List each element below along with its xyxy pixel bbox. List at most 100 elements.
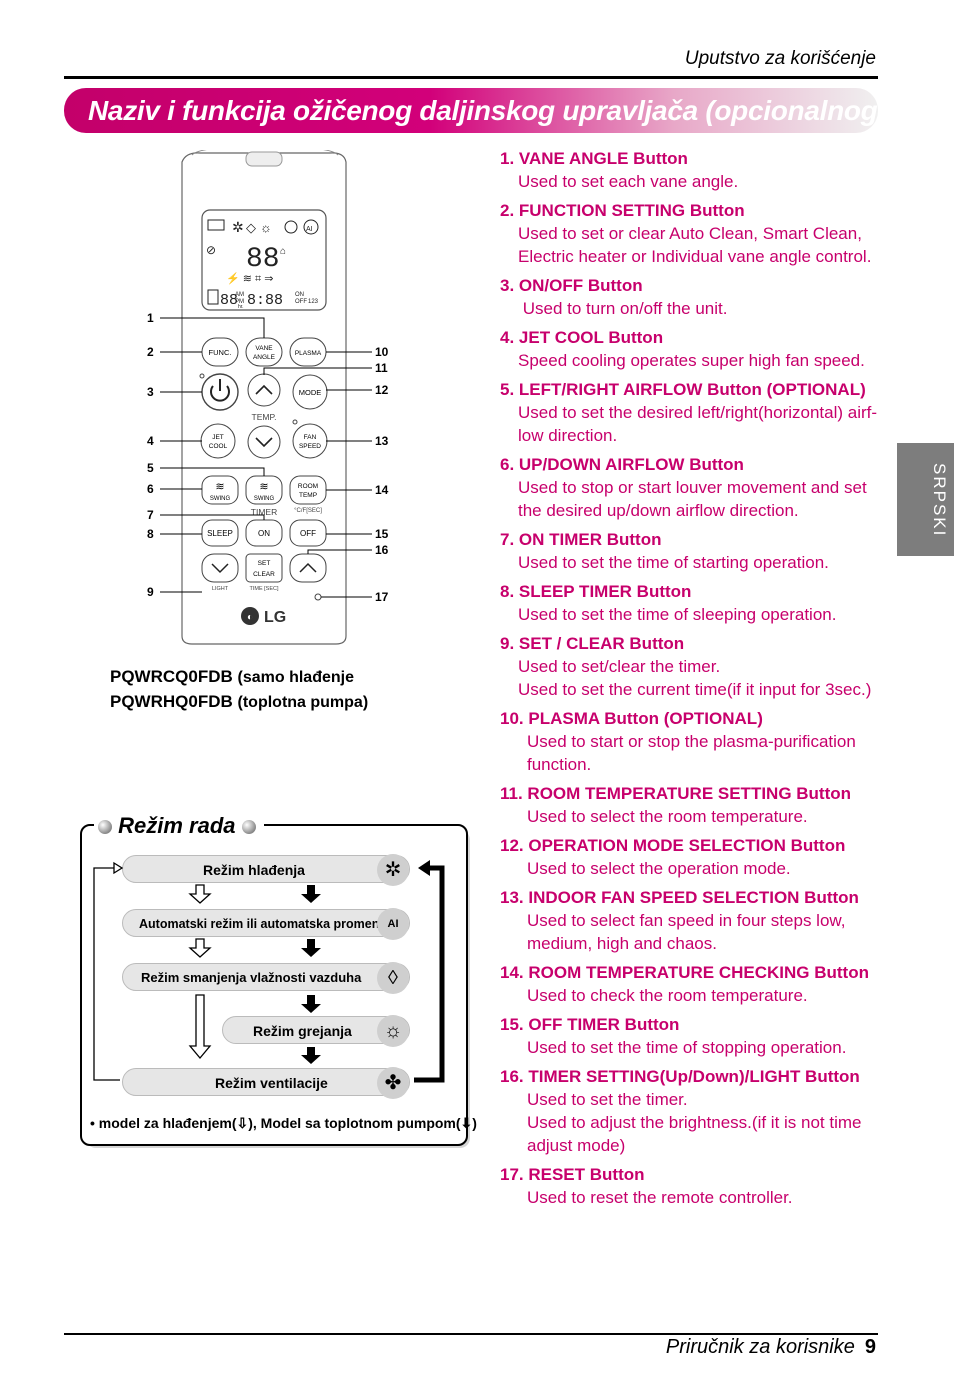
svg-text:SET: SET [258, 560, 271, 567]
svg-text:✲: ✲ [232, 219, 244, 235]
mode-fan: Režim ventilacije ✤ [122, 1067, 410, 1099]
feature-title: 9. SET / CLEAR Button [500, 634, 685, 653]
reset-button[interactable] [314, 593, 322, 601]
feature-description: Used to adjust the brightness.(if it is … [527, 1113, 862, 1132]
sleep-button[interactable]: SLEEP [201, 519, 239, 547]
svg-text:◇: ◇ [246, 220, 256, 235]
feature-item: 5. LEFT/RIGHT AIRFLOW Button (OPTIONAL)U… [500, 378, 880, 447]
svg-text:TEMP: TEMP [299, 492, 317, 499]
callout-13: 13 [375, 434, 389, 448]
svg-text:SLEEP: SLEEP [207, 529, 233, 538]
svg-text:CLEAR: CLEAR [253, 571, 275, 578]
func-button[interactable]: FUNC. [201, 337, 239, 367]
mode-cooling-label: Režim hlađenja [203, 862, 305, 878]
callout-10: 10 [375, 345, 389, 359]
svg-text:ROOM: ROOM [298, 483, 318, 490]
feature-description: the desired up/down airflow direction. [518, 501, 799, 520]
note-suffix: ) [472, 1115, 477, 1131]
callout-1: 1 [147, 311, 154, 325]
feature-description: function. [527, 755, 592, 774]
feature-title: 8. SLEEP TIMER Button [500, 582, 692, 601]
ai-icon: AI [377, 908, 409, 940]
lcd-pm: PM [235, 299, 244, 305]
lg-logo: ◐ LG [241, 607, 286, 626]
feature-title: 13. INDOOR FAN SPEED SELECTION Button [500, 888, 859, 907]
svg-text:JET: JET [212, 434, 224, 441]
svg-text:FUNC.: FUNC. [209, 348, 232, 357]
svg-text:88: 88 [246, 244, 280, 275]
footer-text: Priručnik za korisnike [665, 1336, 855, 1358]
callout-17: 17 [375, 590, 389, 604]
page-number: 9 [864, 1336, 876, 1358]
svg-text:◐: ◐ [247, 612, 253, 623]
feature-description: Used to select the operation mode. [527, 859, 791, 878]
model-1-note: (samo hlađenje [237, 669, 354, 686]
mode-heating-label: Režim grejanja [253, 1023, 352, 1039]
callout-15: 15 [375, 527, 389, 541]
lcd-on: ON [295, 292, 304, 298]
feature-description: Used to reset the remote controller. [527, 1188, 793, 1207]
page-title: Naziv i funkcija ožičenog daljinskog upr… [88, 95, 887, 126]
jet-cool-button[interactable]: JET COOL [200, 423, 236, 459]
feature-item: 10. PLASMA Button (OPTIONAL)Used to star… [500, 707, 880, 776]
feature-description: Used to set the time of stopping operati… [527, 1038, 847, 1057]
bullet-icon [98, 820, 112, 835]
mode-button[interactable]: MODE [292, 374, 328, 410]
feature-description: Used to stop or start louver movement an… [518, 478, 867, 497]
mode-fan-label: Režim ventilacije [215, 1075, 328, 1091]
mode-auto: Automatski režim ili automatska promena … [122, 908, 410, 940]
timer-down-button[interactable] [201, 553, 239, 583]
room-temp-button[interactable]: ROOM TEMP [289, 475, 327, 505]
callout-9: 9 [147, 585, 154, 599]
plasma-button[interactable]: PLASMA [289, 337, 327, 367]
timer-up-button[interactable] [289, 553, 327, 583]
feature-description: Used to set the current time(if it input… [518, 680, 872, 699]
mode-dry: Režim smanjenja vlažnosti vazduha ◊ [122, 962, 410, 994]
vane-angle-button[interactable]: VANE ANGLE [245, 337, 283, 367]
swing-ud-button[interactable]: ≋ SWING [245, 475, 283, 505]
mode-cooling: Režim hlađenja ✲ [122, 854, 410, 886]
feature-description: Electric heater or Individual vane angle… [518, 247, 872, 266]
fan-speed-button[interactable]: FAN SPEED [292, 419, 328, 459]
svg-text:PLASMA: PLASMA [295, 350, 322, 357]
on-timer-button[interactable]: ON [245, 519, 283, 547]
temp-down-button[interactable] [247, 425, 281, 459]
lcd-am: AM [235, 292, 244, 298]
temp-label: TEMP. [252, 412, 277, 422]
footer: Priručnik za korisnike 9 [666, 1336, 876, 1359]
bullet-icon [241, 820, 256, 835]
mode-auto-label: Automatski režim ili automatska promena [139, 917, 387, 931]
svg-text:8:88: 8:88 [247, 292, 283, 309]
svg-text:OFF: OFF [300, 529, 316, 538]
swing-lr-button[interactable]: ≋ SWING [201, 475, 239, 505]
feature-description: Used to check the room temperature. [527, 986, 808, 1005]
solid-arrow-icon: ⬇ [460, 1115, 473, 1131]
svg-text:≋: ≋ [259, 481, 268, 493]
note-prefix: • model za hlađenjem( [90, 1115, 237, 1131]
feature-item: 3. ON/OFF Button Used to turn on/off the… [500, 274, 880, 320]
set-clear-button[interactable]: SET CLEAR [245, 553, 283, 583]
time-sec-label: TIME [SEC] [249, 586, 279, 592]
callout-8: 8 [147, 527, 154, 541]
svg-text:⊘: ⊘ [206, 243, 216, 257]
callout-14: 14 [375, 483, 389, 497]
feature-description: Used to set the desired left/right(horiz… [518, 403, 878, 422]
svg-text:≋: ≋ [215, 481, 224, 493]
feature-gap [500, 1209, 880, 1215]
callout-4: 4 [147, 434, 154, 448]
off-timer-button[interactable]: OFF [289, 519, 327, 547]
power-button[interactable] [199, 373, 239, 411]
feature-title: 15. OFF TIMER Button [500, 1015, 680, 1034]
feature-title: 3. ON/OFF Button [500, 276, 643, 295]
temp-up-button[interactable] [247, 373, 281, 407]
